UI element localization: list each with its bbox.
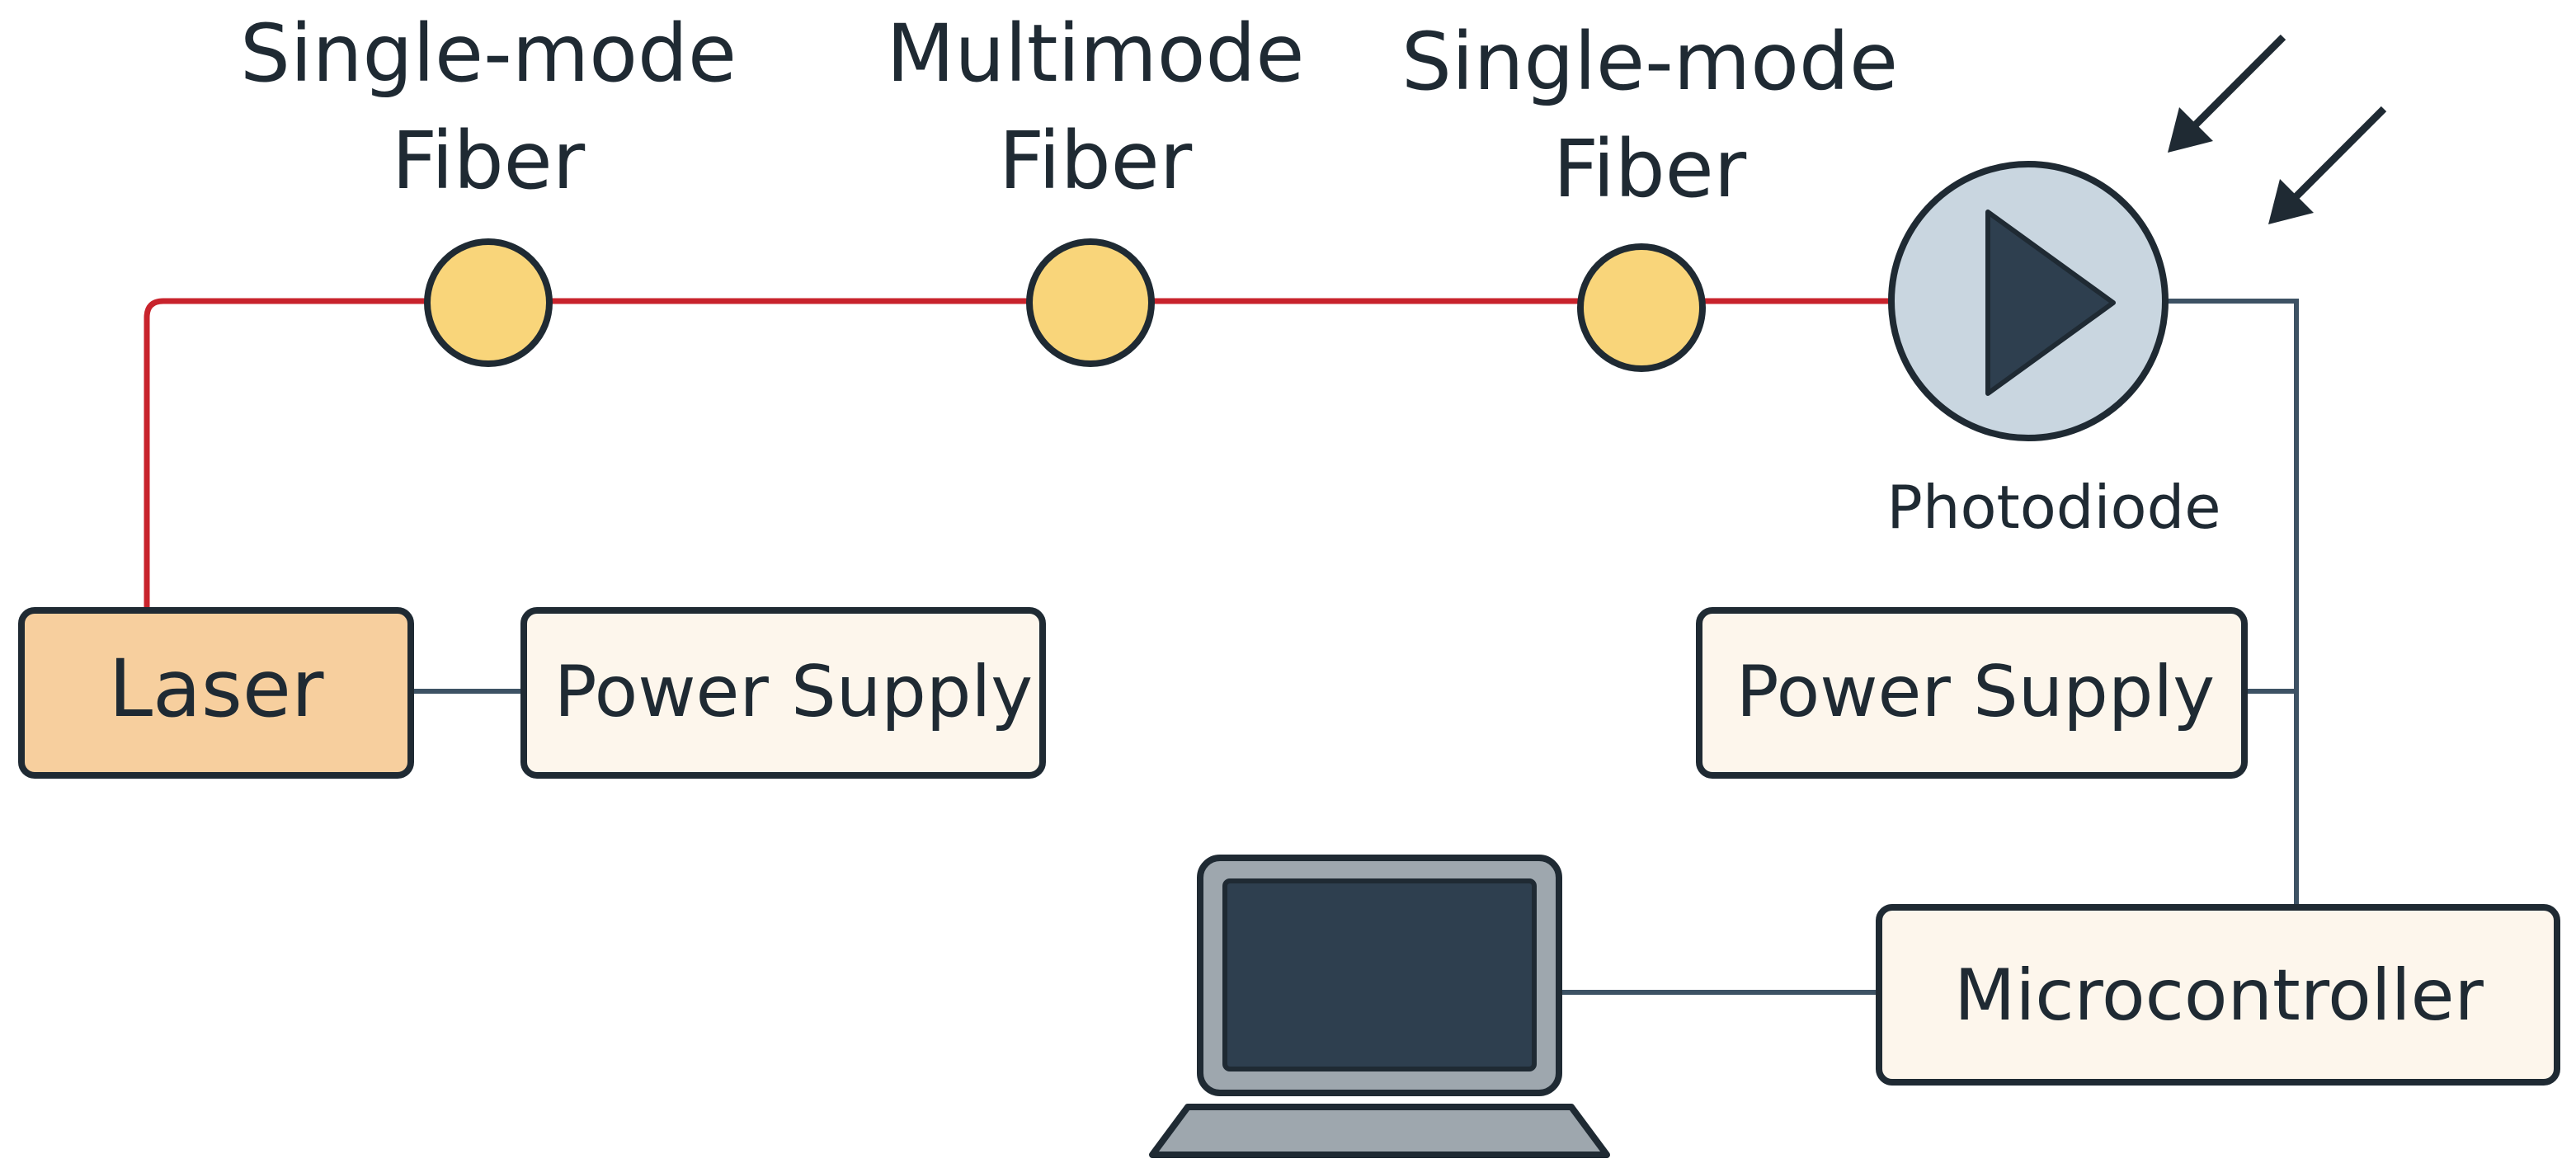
fiber-label-2-line1: Multimode bbox=[887, 7, 1305, 100]
fiber-connector-3 bbox=[1577, 243, 1706, 372]
photodiode-icon bbox=[1888, 161, 2169, 441]
photodiode-label: Photodiode bbox=[1886, 473, 2220, 542]
fiber-path-line bbox=[144, 298, 1894, 610]
fiber-label-3-line2: Fiber bbox=[1553, 123, 1747, 215]
fiber-connector-1 bbox=[424, 238, 553, 367]
microcontroller-box bbox=[1876, 904, 2560, 1086]
power-supply-left-box bbox=[520, 607, 1046, 779]
power-supply-left-label: Power Supply bbox=[554, 651, 1033, 733]
fiber-connector-2 bbox=[1026, 238, 1155, 367]
fiber-label-1-line1: Single-mode bbox=[240, 7, 737, 100]
power-supply-right-box bbox=[1696, 607, 2248, 779]
light-arrow-icon bbox=[2268, 106, 2387, 224]
fiber-label-2-line2: Fiber bbox=[999, 115, 1193, 207]
light-arrow-icon bbox=[2168, 34, 2286, 153]
laptop-icon bbox=[1149, 855, 1610, 1158]
laser-label: Laser bbox=[109, 643, 324, 735]
fiber-label-1-line2: Fiber bbox=[392, 115, 586, 207]
microcontroller-label: Microcontroller bbox=[1954, 954, 2484, 1037]
power-supply-right-label: Power Supply bbox=[1736, 651, 2215, 733]
laser-box bbox=[18, 607, 414, 779]
fiber-label-3-line1: Single-mode bbox=[1401, 16, 1898, 108]
photodiode-signal-line bbox=[2165, 299, 2299, 907]
